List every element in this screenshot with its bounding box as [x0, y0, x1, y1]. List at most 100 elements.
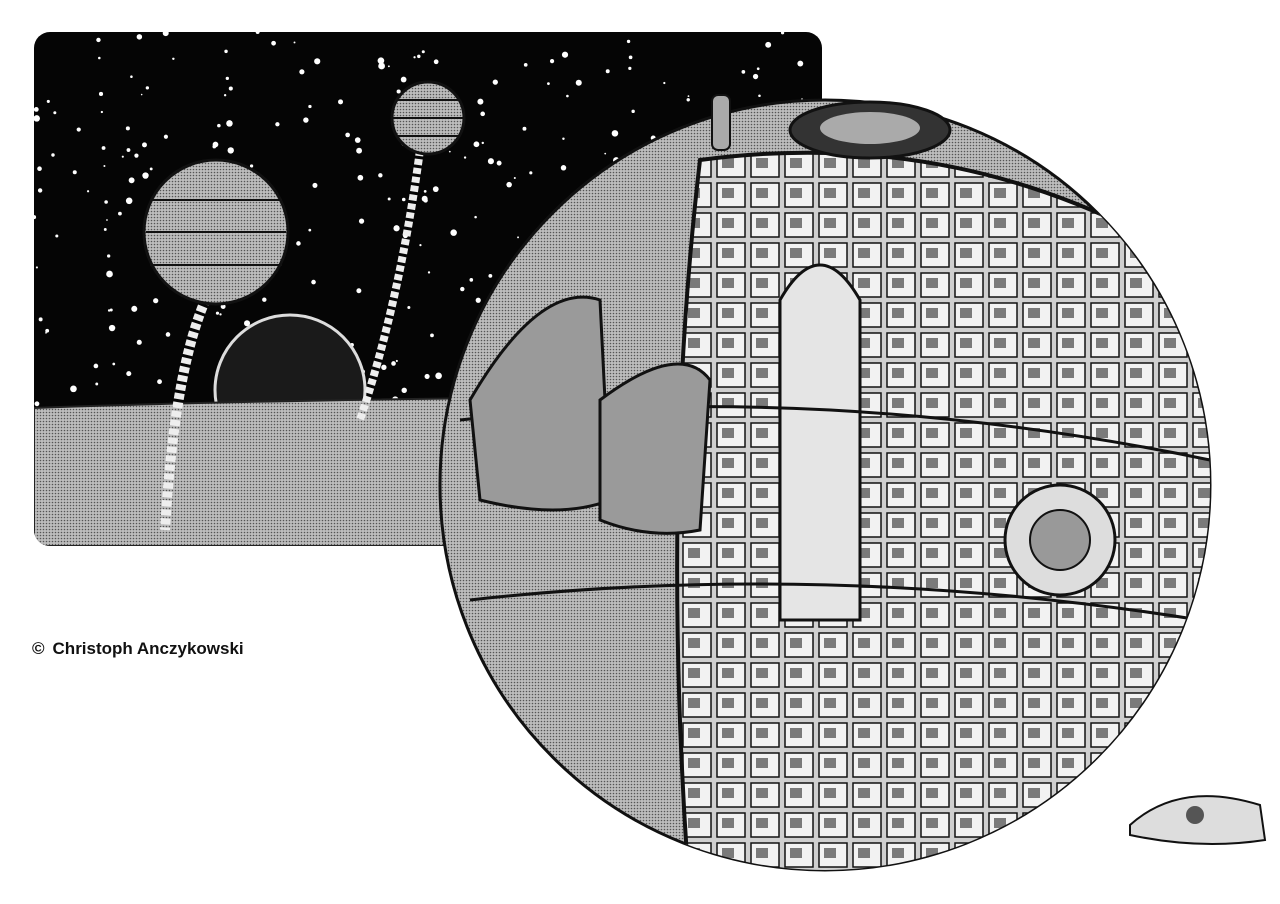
copyright-symbol: © [32, 639, 45, 658]
star [450, 229, 457, 236]
star [95, 382, 99, 386]
star [400, 76, 407, 83]
star [523, 62, 528, 67]
star [513, 176, 516, 180]
star [37, 188, 43, 193]
star [480, 111, 486, 117]
star [474, 215, 477, 219]
star [112, 362, 116, 366]
star [413, 56, 416, 59]
hull-pod [468, 295, 612, 512]
interior-chamber [778, 263, 862, 622]
star [473, 141, 480, 148]
star [820, 36, 822, 39]
star [377, 57, 385, 65]
star [130, 75, 133, 78]
star [427, 271, 431, 274]
star [108, 324, 116, 332]
star [752, 73, 759, 80]
star [433, 59, 439, 65]
star [98, 91, 104, 97]
star [153, 298, 159, 304]
star [136, 339, 142, 345]
star [226, 120, 233, 127]
star [517, 236, 519, 239]
star [756, 67, 760, 71]
star [106, 270, 113, 278]
star [423, 198, 428, 203]
star [55, 234, 59, 238]
star [101, 146, 106, 150]
star [407, 306, 411, 310]
star [162, 32, 169, 37]
star [605, 69, 610, 74]
star [529, 171, 533, 175]
star [149, 167, 153, 171]
star [506, 181, 512, 188]
star [448, 150, 451, 153]
star [98, 56, 101, 60]
star [72, 170, 77, 175]
star [562, 137, 565, 140]
star [469, 278, 474, 282]
star [547, 82, 550, 86]
star [165, 332, 171, 337]
star [140, 93, 143, 96]
star [604, 152, 607, 155]
star [345, 132, 350, 138]
star [225, 76, 229, 81]
star [70, 385, 77, 393]
star [107, 254, 111, 258]
star [628, 55, 633, 60]
star [34, 106, 39, 112]
star [686, 98, 690, 102]
star [424, 373, 430, 379]
star [262, 297, 267, 302]
main-station-sphere [438, 94, 1212, 872]
star [561, 51, 569, 58]
star [249, 164, 254, 168]
star [103, 228, 107, 231]
star [311, 279, 316, 285]
star [107, 309, 111, 312]
star [76, 127, 81, 132]
star [463, 156, 467, 159]
star [308, 104, 312, 109]
copyright-credit: ©Christoph Anczykowski [32, 639, 244, 659]
star [475, 297, 481, 303]
hull-pod [598, 362, 712, 535]
star [35, 266, 38, 269]
star [303, 117, 309, 123]
star [423, 189, 427, 193]
star [381, 364, 387, 371]
star [421, 50, 425, 54]
star [481, 141, 484, 145]
star [395, 359, 398, 363]
star [401, 197, 406, 202]
star [492, 79, 498, 85]
star [45, 331, 47, 334]
star [220, 304, 226, 309]
star [378, 173, 383, 178]
star [496, 160, 502, 166]
star [378, 62, 385, 70]
star [96, 37, 101, 43]
star [106, 219, 108, 221]
star [109, 308, 113, 312]
star [631, 109, 635, 114]
star [575, 79, 582, 86]
star [163, 134, 168, 139]
star [118, 211, 122, 216]
star [217, 123, 221, 128]
star [626, 39, 631, 44]
star [356, 147, 363, 154]
star [780, 32, 785, 35]
star [293, 41, 296, 44]
star [396, 89, 401, 94]
star [417, 54, 421, 59]
star [104, 200, 108, 204]
star [142, 172, 149, 179]
star [103, 164, 106, 168]
star [172, 57, 175, 61]
